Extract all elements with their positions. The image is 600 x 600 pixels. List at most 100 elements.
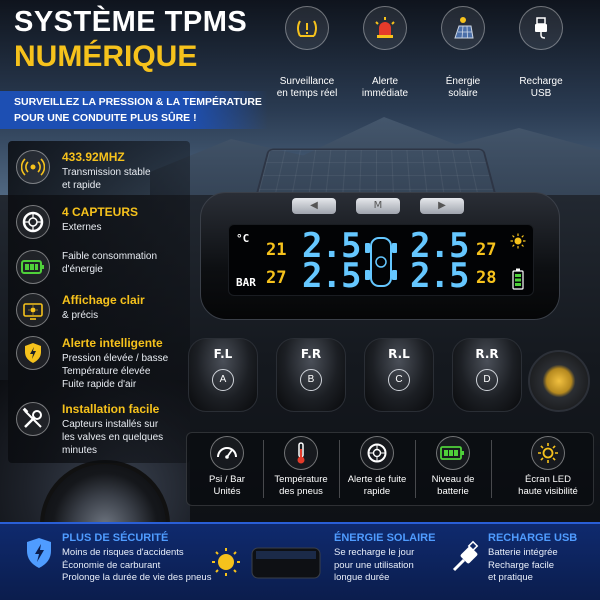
bottom-feature-divider [491, 440, 492, 498]
banner-line-2: POUR UNE CONDUITE PLUS SÛRE ! [14, 112, 197, 124]
left-feature-text: d'énergie [62, 264, 103, 275]
bottom-feature-line2: haute visibilité [518, 486, 578, 497]
bottom-feature-line2: Unités [213, 486, 241, 497]
left-feature-text: Transmission stable [62, 167, 151, 178]
lcd-pressure-fr: 2.5 [410, 226, 469, 266]
left-feature-title: 4 CAPTEURS [62, 205, 139, 219]
top-feature-line2: solaire [448, 88, 478, 99]
left-feature-text: Température élevée [62, 366, 151, 377]
left-feature-text: Faible consommation [62, 251, 158, 262]
lcd-car-diagram-icon [364, 234, 398, 290]
left-feature-display: Affichage clair & précis [10, 293, 195, 327]
device-solar-panel [255, 148, 497, 197]
tire-pressure-icon [285, 6, 329, 50]
sensor-label: R.L [388, 347, 410, 361]
lcd-pressure-unit: BAR [236, 276, 256, 289]
bottom-feature-line1: Psi / Bar [209, 474, 245, 485]
left-feature-text: Fuite rapide d'air [62, 379, 137, 390]
shield-lightning-icon [16, 336, 50, 370]
left-feature-title: 433.92MHZ [62, 150, 125, 164]
display-sun-icon [16, 293, 50, 327]
sun-icon [531, 436, 565, 470]
lcd-temp-unit: °C [236, 232, 250, 245]
alarm-siren-icon [363, 6, 407, 50]
bottom-feature-divider [415, 440, 416, 498]
bottom-feature-divider [263, 440, 264, 498]
sensor-label: R.R [475, 347, 499, 361]
sensor-valve-underside [528, 350, 590, 412]
lcd-pressure-rl: 2.5 [302, 256, 361, 296]
top-feature-line2: USB [530, 88, 552, 99]
benefit-line: et pratique [488, 572, 533, 583]
bottom-feature-line1: Alerte de fuite [347, 474, 407, 485]
benefit-line: Prolonge la durée de vie des pneus [62, 572, 212, 583]
usb-cable-icon [448, 540, 482, 576]
wireless-signal-icon [16, 150, 50, 184]
left-feature-title: Installation facile [62, 402, 160, 416]
lcd-temp-rr: 28 [476, 268, 497, 288]
benefit-text: Batterie intégrée Recharge facile et pra… [488, 547, 558, 585]
bottom-feature-line2: des pneus [279, 486, 323, 497]
device-next-button[interactable]: ▶ [420, 198, 464, 214]
solar-panel-icon [441, 6, 485, 50]
device-mode-button[interactable]: M [356, 198, 400, 214]
bottom-feature-line1: Niveau de [431, 474, 475, 485]
lcd-pressure-fl: 2.5 [302, 226, 361, 266]
gauge-icon [210, 436, 244, 470]
left-feature-sensors: 4 CAPTEURS Externes [10, 205, 195, 241]
benefit-line: pour une utilisation [334, 559, 414, 571]
left-feature-title: Alerte intelligente [62, 336, 163, 350]
benefit-text: Moins de risques d'accidents Économie de… [62, 547, 211, 585]
benefit-line: Économie de carburant [62, 559, 161, 571]
sensor-letter: D [476, 369, 498, 391]
lcd-temp-fr: 27 [476, 240, 497, 260]
left-feature-text: Pression élevée / basse [62, 353, 169, 364]
left-feature-text: Externes [62, 222, 102, 233]
benefit-title: PLUS DE SÉCURITÉ [62, 532, 169, 544]
top-feature-line1: Surveillance [279, 76, 335, 87]
left-feature-text: Capteurs installés sur [62, 419, 159, 430]
lcd-battery-icon [512, 268, 524, 290]
benefit-line: Batterie intégrée [488, 547, 558, 558]
left-feature-text: et rapide [62, 180, 101, 191]
benefit-title: ÉNERGIE SOLAIRE [334, 532, 436, 544]
bottom-feature-line2: batterie [437, 486, 469, 497]
sensor-letter: B [300, 369, 322, 391]
battery-icon [16, 250, 50, 284]
tools-icon [16, 402, 50, 436]
sensor-label: F.R [300, 347, 322, 361]
tire-icon [16, 205, 50, 239]
top-feature-line2: en temps réel [276, 88, 338, 99]
top-feature-line1: Énergie [445, 76, 481, 87]
sensor-cap-fl: F.L A [188, 338, 258, 412]
headline-banner: SURVEILLEZ LA PRESSION & LA TEMPÉRATURE … [0, 91, 268, 129]
bottom-feature-line2: rapide [363, 486, 391, 497]
sensor-cap-rr: R.R D [452, 338, 522, 412]
title-line-2: NUMÉRIQUE [14, 40, 198, 73]
benefit-line: Se recharge le jour [334, 547, 415, 558]
banner-line-1: SURVEILLEZ LA PRESSION & LA TEMPÉRATURE [14, 96, 262, 108]
top-feature-line2: immédiate [361, 88, 409, 99]
title-line-1: SYSTÈME TPMS [14, 6, 248, 38]
sensor-letter: A [212, 369, 234, 391]
shield-check-icon [24, 536, 54, 570]
benefit-line: Moins de risques d'accidents [62, 547, 184, 558]
usb-plug-icon [519, 6, 563, 50]
sensor-cap-fr: F.R B [276, 338, 346, 412]
thermometer-icon [284, 436, 318, 470]
sensor-cap-rl: R.L C [364, 338, 434, 412]
left-feature-battery: Faible consommation d'énergie [10, 250, 195, 284]
solar-device-icon [212, 544, 322, 584]
battery-level-icon [436, 436, 470, 470]
left-feature-frequency: 433.92MHZ Transmission stable et rapide [10, 150, 195, 191]
left-feature-smart-alert: Alerte intelligente Pression élevée / ba… [10, 336, 195, 392]
device-prev-button[interactable]: ◀ [292, 198, 336, 214]
benefit-text: Se recharge le jour pour une utilisation… [334, 547, 414, 585]
left-feature-title: Affichage clair [62, 293, 145, 307]
